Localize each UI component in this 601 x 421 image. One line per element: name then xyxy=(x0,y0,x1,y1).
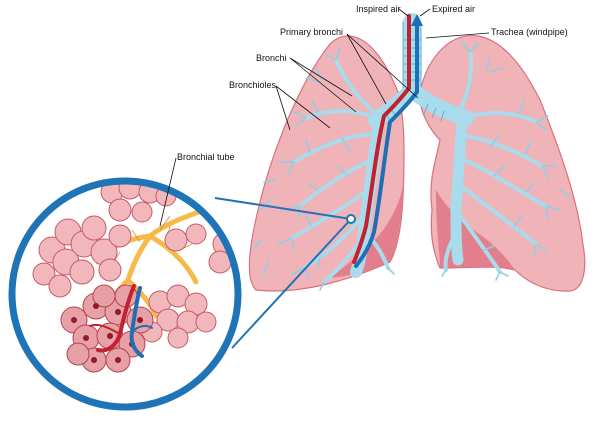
label-bronchi: Bronchi xyxy=(256,53,287,63)
expired-air-arrow-icon xyxy=(411,14,423,26)
labels: Inspired air Expired air Primary bronchi… xyxy=(177,4,568,162)
label-bronchial-tube: Bronchial tube xyxy=(177,152,235,162)
leader-lines xyxy=(159,8,490,227)
magnified-alveoli xyxy=(32,181,236,373)
magnifier-connector xyxy=(214,197,356,349)
label-trachea: Trachea (windpipe) xyxy=(491,27,568,37)
label-bronchioles: Bronchioles xyxy=(229,80,277,90)
air-flow-lines xyxy=(352,14,423,268)
left-lung xyxy=(419,34,586,292)
label-expired-air: Expired air xyxy=(432,4,475,14)
magnifier-ring xyxy=(8,177,242,411)
label-inspired-air: Inspired air xyxy=(356,4,401,14)
label-primary-bronchi: Primary bronchi xyxy=(280,27,343,37)
